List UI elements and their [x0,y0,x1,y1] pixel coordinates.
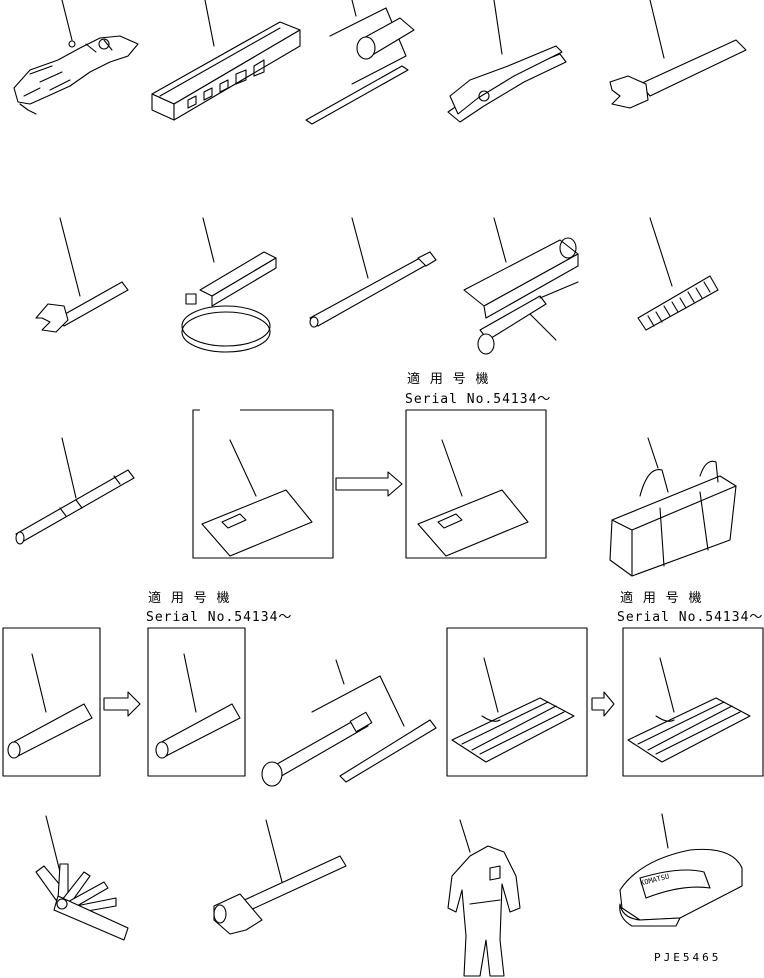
box-spanner-tool [261,659,437,787]
serial-note-1-applicable: 適 用 号 機 [407,372,490,387]
serial-note-2-applicable: 適 用 号 機 [148,591,231,606]
manual-box-old [192,407,334,559]
screwdriver-tool [305,0,415,125]
tool-bag-tool [609,437,737,577]
coveralls-tool [447,819,521,977]
extension-bar-tool [309,217,437,328]
adjustable-wrench-tool [609,0,747,109]
manual-box-new [405,409,547,559]
hammer-tool [213,819,347,935]
pliers-tool [447,0,567,123]
mat-box-old [446,627,588,777]
socket-set-tool [151,0,301,121]
serial-note-2-serial: Serial No.54134～ [146,610,293,625]
filter-wrench-tool [181,217,277,353]
arrow-2 [103,691,141,717]
pipe-box-old [2,627,101,777]
hose-tool [637,217,719,331]
arrow-3 [591,691,615,717]
serial-note-3-serial: Serial No.54134～ [617,610,764,625]
drawing-code: PJE5465 [654,951,722,964]
feeler-gauge-tool [35,815,129,941]
mat-box-new [622,627,764,777]
grease-gun-tool [463,217,579,355]
cap-tool [619,813,743,927]
spanner-tool [35,217,129,333]
arrow-1 [335,471,403,497]
torque-bar-tool [15,437,135,545]
serial-note-3-applicable: 適 用 号 機 [620,591,703,606]
pipe-box-new [147,627,246,777]
serial-note-1-serial: Serial No.54134～ [405,392,552,407]
pliers-set-tool [13,0,139,115]
